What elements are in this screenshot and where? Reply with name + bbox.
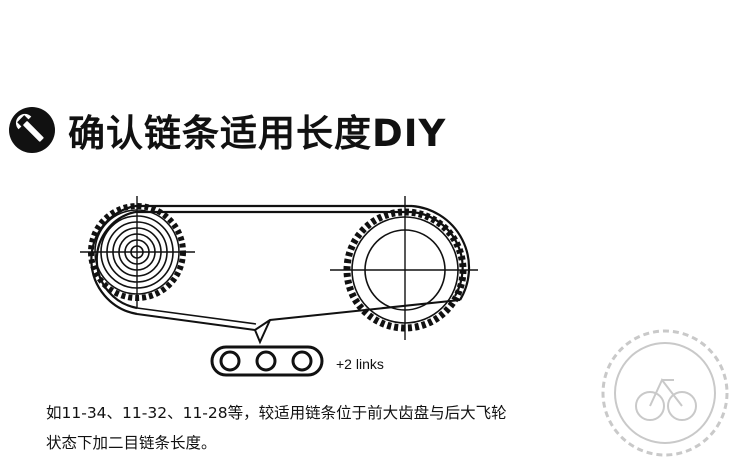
caption-line-2: 状态下加二目链条长度。	[46, 434, 217, 452]
bicycle-stamp-icon	[601, 329, 729, 457]
rear-crosshair	[80, 196, 195, 308]
front-crosshair	[330, 196, 478, 340]
wrench-icon	[9, 107, 55, 153]
chain-links-icon	[210, 345, 324, 377]
plus-links-label: +2 links	[336, 356, 384, 372]
caption-line-1: 如11-34、11-32、11-28等，较适用链条位于前大齿盘与后大飞轮	[46, 404, 507, 422]
title-row: 确认链条适用长度DIY	[8, 100, 446, 160]
page-title: 确认链条适用长度DIY	[68, 112, 447, 155]
caption: 如11-34、11-32、11-28等，较适用链条位于前大齿盘与后大飞轮 状态下…	[46, 398, 626, 458]
